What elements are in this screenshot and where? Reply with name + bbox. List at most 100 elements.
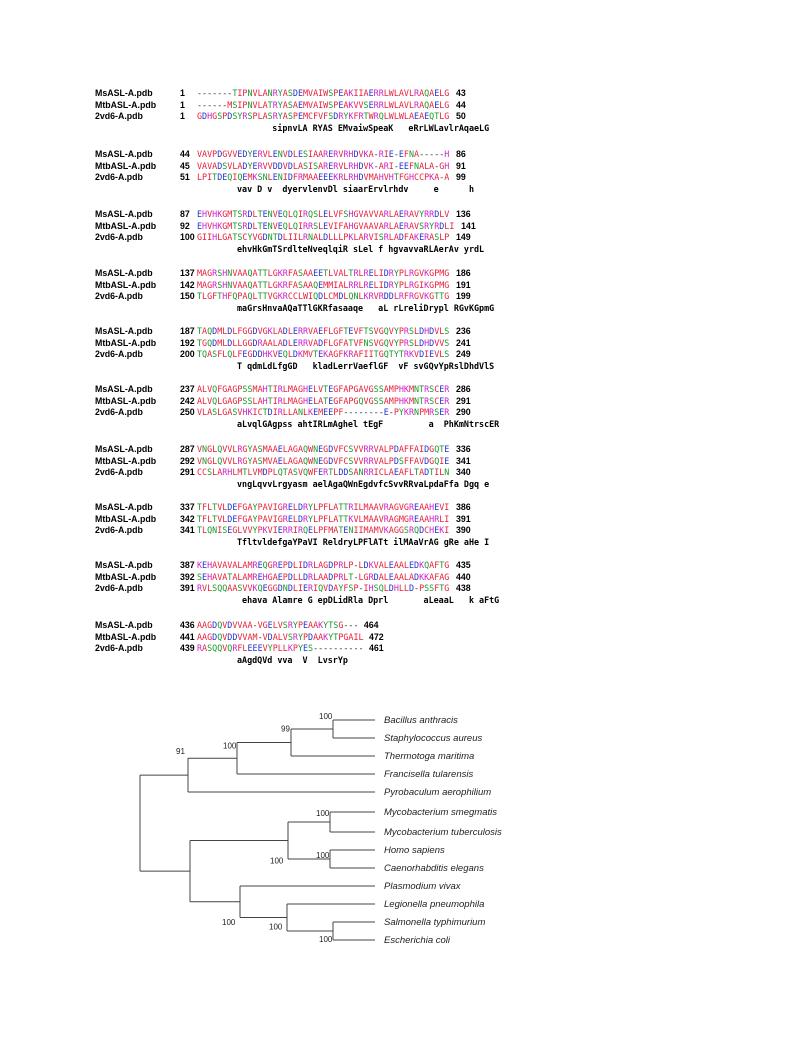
sequence-name: 2vd6-A.pdb [95,172,143,182]
sequence-start: 1 [180,88,185,98]
sequence-residues: KEHAVAVALAMREQGREPDLIDRLAGDPRLP-LDKVALEA… [197,560,450,570]
sequence-name: MsASL-A.pdb [95,268,153,278]
sequence-end: 341 [456,455,471,466]
sequence-residues: MAGRSHNVAAQATTLGKRFASAAEETLVALTRLRELIDRY… [197,268,450,278]
sequence-name: MsASL-A.pdb [95,88,153,98]
species-label: Francisella tularensis [384,769,473,780]
sequence-end: 241 [456,337,471,348]
sequence-residues: ALVQFGAGPSSMAHTIRLMAGHELVTEGFAPGAVGSSAMP… [197,384,450,394]
sequence-residues: VLASLGASVHKICTDIRLLANLKEMEEPF--------E-P… [197,407,450,417]
sequence-end: 149 [456,232,471,242]
sequence-name: 2vd6-A.pdb [95,583,143,593]
sequence-start: 45 [180,160,190,171]
sequence-residues: GDHGSPDSYRSPLASRYASPEMCFVFSDRYKFRTWRQLWL… [197,111,450,121]
sequence-residues: TLGFTHFQPAQLTTVGKRCCLWIQDLCMDLQNLKRVRDDL… [197,291,450,301]
sequence-residues: VNGLQVVLRGYASMVAELAGAQWNEGDVFCSVVRRVALPD… [197,455,450,466]
sequence-start: 142 [180,279,195,290]
sequence-alignment: MsASL-A.pdb 1 -------TIPNVLANRYASDEMVAIWSP… [95,88,500,665]
sequence-residues: ALVQLGAGPSSLAHTIRLMAGHELATEGFAPGQVGSSAMP… [197,395,450,406]
sequence-start: 137 [180,268,195,278]
sequence-start: 200 [180,349,195,359]
sequence-end: 391 [456,513,471,524]
sequence-name: MtbASL-A.pdb [95,99,157,110]
sequence-end: 199 [456,291,471,301]
sequence-name: 2vd6-A.pdb [95,291,143,301]
species-label: Pyrobaculum aerophilium [384,787,491,798]
sequence-end: 464 [363,620,379,630]
sequence-end: 472 [368,631,384,642]
sequence-end: 286 [456,384,471,394]
sequence-residues: TFLTVLDEFGAYPAVIGRELDRYLPFLATTKVLMAAVRAG… [197,513,450,524]
sequence-name: MtbASL-A.pdb [95,220,157,231]
sequence-residues: TAQDMLDLFGGDVGKLADLERRVAEFLGFTEVFTSVGQVY… [197,326,450,336]
sequence-start: 441 [180,631,195,642]
sequence-name: 2vd6-A.pdb [95,525,143,535]
sequence-residues: TGQDMLDLLGGDRAALADLERRVADFLGFATVFNSVGQVY… [197,337,450,348]
species-label: Caenorhabditis elegans [384,863,484,874]
species-label: Mycobacterium tuberculosis [384,827,502,838]
sequence-end: 136 [456,209,471,219]
sequence-residues: SEHAVATALAMREHGAEPDLLDRLAADPRLT-LGRDALEA… [197,571,450,582]
consensus-line: ehava Alamre G epDLidRla Dprl aLeaaL k a… [237,595,500,605]
sequence-name: MsASL-A.pdb [95,326,153,336]
sequence-end: 236 [456,326,471,336]
sequence-residues: AAGDQVDVVAA-VGELVSRYPEAAKYTSG--- [197,620,359,630]
sequence-name: MtbASL-A.pdb [95,513,157,524]
sequence-end: 99 [456,172,466,182]
sequence-name: 2vd6-A.pdb [95,407,143,417]
bootstrap-value: 100 [316,809,330,818]
sequence-start: 387 [180,560,195,570]
sequence-start: 150 [180,291,195,301]
consensus-line: vav D v dyervlenvDl siaarErvlrhdv e h [237,184,474,194]
species-label: Bacillus anthracis [384,715,458,726]
sequence-end: 141 [461,220,476,231]
sequence-residues: -------TIPNVLANRYASDEMVAIWSPEAKIIAERRLWL… [197,88,450,98]
sequence-start: 100 [180,232,195,242]
bootstrap-value: 100 [223,741,237,750]
sequence-name: MtbASL-A.pdb [95,279,157,290]
bootstrap-value: 100 [270,857,284,866]
sequence-end: 91 [456,160,466,171]
consensus-line: aLvqlGAgpss ahtIRLmAghel tEgF a PhKmNtrs… [237,419,500,429]
sequence-end: 438 [456,583,471,593]
sequence-residues: LPITDEQIQEMKSNLENIDFRMAAEEEKRLRHDVMAHVHT… [197,172,450,182]
consensus-line: sipnvLA RYAS EMvaiwSpeaK eRrLWLavlrAqaeL… [237,123,490,133]
sequence-start: 436 [180,620,195,630]
sequence-residues: VAVADSVLADYERVVDDVDLASISARERVLRHDVK-ARI-… [197,160,450,171]
species-label: Staphylococcus aureus [384,733,482,744]
sequence-residues: TQASFLQLFEGDDHKVEQLDKMVTEKAGFKRAFIITGQTY… [197,349,450,359]
sequence-start: 342 [180,513,195,524]
species-label: Plasmodium vivax [384,881,462,892]
consensus-line: maGrsHnvaAQaTTlGKRfasaaqe aL rLreliDrypl… [237,303,495,313]
sequence-start: 187 [180,326,195,336]
species-label: Salmonella typhimurium [384,917,485,928]
sequence-name: MsASL-A.pdb [95,209,153,219]
sequence-start: 287 [180,444,195,454]
sequence-name: MsASL-A.pdb [95,620,153,630]
sequence-end: 43 [456,88,466,98]
species-label: Escherichia coli [384,935,451,946]
consensus-line: aAgdQVd vva V LvsrYp [237,655,348,665]
sequence-start: 237 [180,384,195,394]
sequence-start: 392 [180,571,195,582]
sequence-end: 386 [456,502,471,512]
sequence-name: MtbASL-A.pdb [95,337,157,348]
sequence-start: 337 [180,502,195,512]
sequence-end: 50 [456,111,466,121]
sequence-start: 87 [180,209,190,219]
consensus-line: TfltvldefgaYPaVI ReldryLPFlATt ilMAaVrAG… [237,537,490,547]
species-label: Mycobacterium smegmatis [384,807,497,818]
bootstrap-value: 91 [176,747,185,756]
bootstrap-value: 99 [281,725,290,734]
sequence-residues: RVLSQQAASVVKQEGGDNDLIERIQVDAYFSP-IHSQLDH… [197,583,450,593]
sequence-start: 439 [180,643,195,653]
sequence-start: 1 [180,99,185,110]
sequence-end: 290 [456,407,471,417]
bootstrap-value: 100 [269,923,283,932]
sequence-residues: GIIHLGATSCYVGDNTDLIILRNALDLLLPKLARVISRLA… [197,232,450,242]
sequence-name: MsASL-A.pdb [95,560,153,570]
sequence-name: 2vd6-A.pdb [95,111,143,121]
sequence-end: 249 [456,349,471,359]
sequence-end: 291 [456,395,471,406]
sequence-residues: RASQQVQRFLEEEVYPLLKPYES---------- [197,643,364,653]
